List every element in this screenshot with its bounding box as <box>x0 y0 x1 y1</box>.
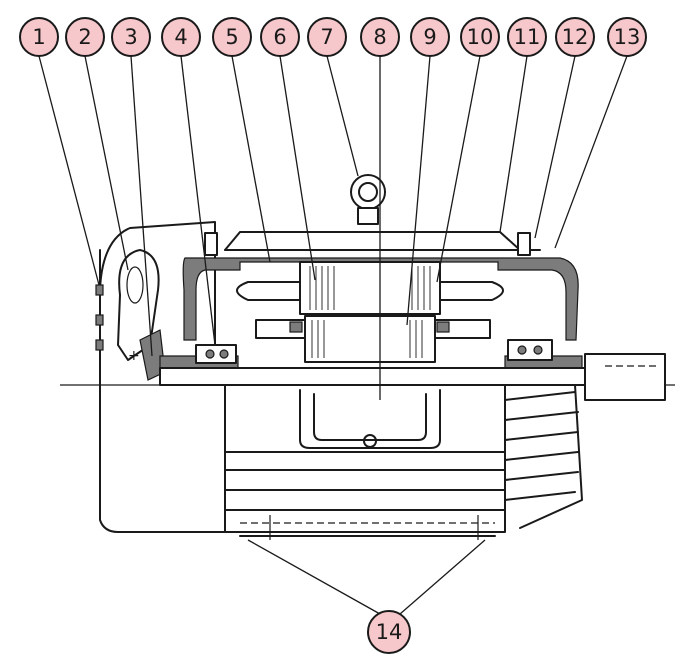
bearing-ball-left-1 <box>205 349 215 359</box>
callout-12-label: 12 <box>562 25 589 49</box>
winding-loop-right <box>439 281 504 301</box>
callout-8: 8 <box>360 17 400 57</box>
callout-5-label: 5 <box>225 25 238 49</box>
rotor-core <box>304 315 436 363</box>
callout-11-label: 11 <box>514 25 541 49</box>
fan-cowl-lower <box>99 384 226 533</box>
shaft-end <box>584 353 666 401</box>
callout-4: 4 <box>161 17 201 57</box>
leader-10 <box>436 55 481 283</box>
callout-13-label: 13 <box>614 25 641 49</box>
rotor-hatching <box>311 320 423 358</box>
callout-10: 10 <box>460 17 500 57</box>
callout-8-label: 8 <box>373 25 386 49</box>
callout-10-label: 10 <box>467 25 494 49</box>
leader-2 <box>84 55 129 271</box>
callout-11: 11 <box>507 17 547 57</box>
leader-6 <box>279 55 316 281</box>
winding-loop-left <box>236 281 301 301</box>
terminal-box-inner <box>313 393 427 441</box>
callout-9: 9 <box>410 17 450 57</box>
bearing-ball-right-2 <box>533 345 543 355</box>
leader-3 <box>130 55 153 357</box>
lifting-eye-hole <box>358 182 378 202</box>
callout-14-label: 14 <box>376 620 403 644</box>
leader-7 <box>326 55 359 177</box>
leader-9 <box>406 55 431 326</box>
callout-7: 7 <box>307 17 347 57</box>
shaft <box>159 367 591 386</box>
callout-1-label: 1 <box>32 25 45 49</box>
callout-12: 12 <box>555 17 595 57</box>
fan-hub-cross: + <box>128 348 140 364</box>
leader-5 <box>231 55 271 263</box>
callout-2: 2 <box>65 17 105 57</box>
rotor-clip-left <box>289 321 303 333</box>
leader-14a <box>247 539 381 615</box>
callout-7-label: 7 <box>320 25 333 49</box>
lifting-eye-stem <box>357 207 379 225</box>
cowl-vent-3 <box>95 339 104 351</box>
bearing-ball-left-2 <box>219 349 229 359</box>
terminal-box-screw <box>363 434 377 448</box>
frame-top-casing <box>224 231 521 251</box>
motor-drawing: + <box>60 174 675 540</box>
callout-5: 5 <box>212 17 252 57</box>
callout-9-label: 9 <box>423 25 436 49</box>
fan-blade-eye <box>126 266 144 304</box>
callout-13: 13 <box>607 17 647 57</box>
callout-3-label: 3 <box>124 25 137 49</box>
rotor-clip-right <box>436 321 450 333</box>
leader-13 <box>554 55 628 249</box>
leader-lines <box>38 55 628 615</box>
end-shield-bolt-right <box>517 232 531 256</box>
callout-3: 3 <box>111 17 151 57</box>
cowl-vent-2 <box>95 314 104 326</box>
leader-11 <box>499 55 528 233</box>
frame-section <box>182 257 579 341</box>
leader-12 <box>534 55 576 239</box>
frame-body-lower <box>224 384 506 533</box>
callout-4-label: 4 <box>174 25 187 49</box>
leader-4 <box>180 55 216 346</box>
stator-core <box>299 261 441 315</box>
callout-1: 1 <box>19 17 59 57</box>
leader-1 <box>38 55 100 286</box>
cooling-fins <box>504 384 583 529</box>
leader-14b <box>399 539 486 615</box>
bearing-right <box>507 339 553 361</box>
bearing-ball-right-1 <box>517 345 527 355</box>
end-shield-bolt-left <box>204 232 218 256</box>
stator-hatching <box>309 266 431 310</box>
callout-2-label: 2 <box>78 25 91 49</box>
callout-6: 6 <box>260 17 300 57</box>
callout-6-label: 6 <box>273 25 286 49</box>
callout-14: 14 <box>367 610 411 654</box>
cowl-vent-1 <box>95 284 104 296</box>
bearing-left <box>195 344 237 364</box>
